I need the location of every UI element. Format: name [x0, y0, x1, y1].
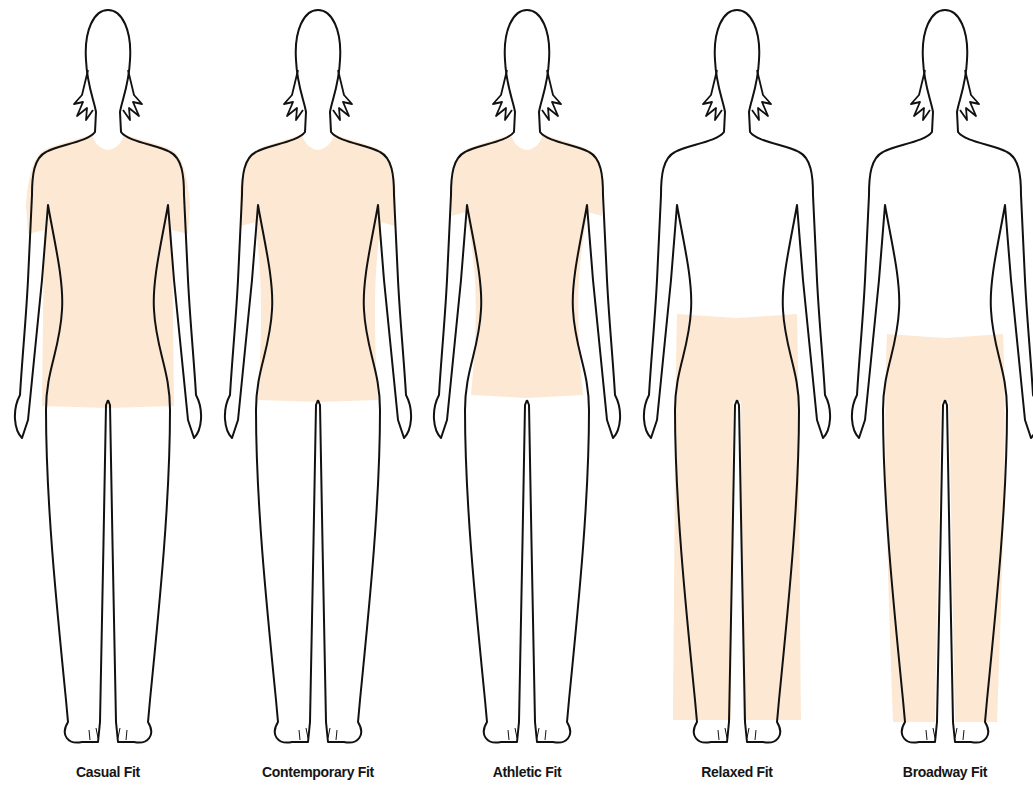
fit-label: Contemporary Fit: [262, 764, 374, 780]
fit-label: Casual Fit: [76, 764, 140, 780]
fit-label: Athletic Fit: [493, 764, 562, 780]
fit-label: Relaxed Fit: [701, 764, 772, 780]
fit-label: Broadway Fit: [903, 764, 987, 780]
